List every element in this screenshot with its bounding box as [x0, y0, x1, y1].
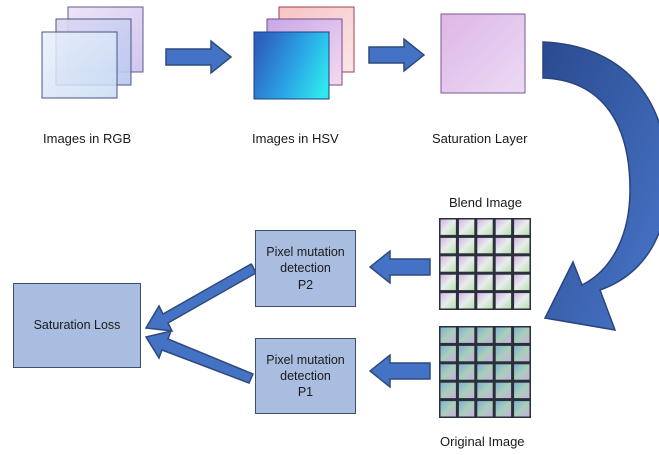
blend-image-cell [440, 293, 456, 309]
arrow-hsv-to-saturation [368, 37, 426, 73]
blend-image-cell [514, 293, 530, 309]
original-image-cell [477, 345, 493, 362]
blend-image-cell [440, 237, 456, 254]
p2-line1: Pixel mutation [266, 245, 345, 260]
blend-image-cell [514, 237, 530, 254]
p1-line3: P1 [297, 385, 314, 400]
arrow-p1-to-loss [144, 329, 254, 384]
original-image-cell [440, 364, 456, 380]
blend-image-grid [439, 218, 531, 310]
original-image-cell [458, 401, 475, 417]
blend-image-cell [495, 219, 512, 235]
original-image-cell [458, 327, 475, 343]
original-image-cell [440, 345, 456, 362]
blend-image-cell [477, 293, 493, 309]
original-image-cell [458, 364, 475, 380]
blend-image-cell [495, 274, 512, 291]
original-image-cell [495, 382, 512, 399]
original-image-cell [440, 327, 456, 343]
original-image-cell [514, 401, 530, 417]
label-blend-image: Blend Image [449, 195, 522, 210]
blend-image-cell [458, 274, 475, 291]
blend-image-cell [458, 256, 475, 272]
blend-image-cell [514, 256, 530, 272]
original-image-cell [495, 364, 512, 380]
blend-image-cell [440, 219, 456, 235]
arrow-rgb-to-hsv [165, 39, 233, 75]
pixel-mutation-p1-box: Pixel mutation detection P1 [255, 338, 356, 414]
label-images-hsv: Images in HSV [252, 131, 339, 146]
blend-image-cell [514, 274, 530, 291]
p2-line3: P2 [297, 277, 314, 292]
original-image-cell [514, 327, 530, 343]
blend-image-cell [440, 274, 456, 291]
blend-image-cell [495, 237, 512, 254]
label-saturation-layer: Saturation Layer [432, 131, 528, 146]
original-image-cell [477, 382, 493, 399]
p1-line1: Pixel mutation [266, 352, 345, 367]
original-image-cell [440, 382, 456, 399]
curved-arrow-saturation-to-blend [542, 41, 659, 331]
arrow-blend-to-p2 [368, 249, 431, 285]
blend-image-cell [477, 256, 493, 272]
original-image-cell [458, 382, 475, 399]
rgb-image-stack [41, 6, 144, 99]
arrow-p2-to-loss [144, 263, 257, 332]
original-image-cell [514, 345, 530, 362]
arrow-original-to-p1 [368, 353, 431, 389]
blend-image-cell [477, 219, 493, 235]
p1-line2: detection [280, 368, 331, 383]
saturation-layer-square [440, 13, 526, 94]
original-image-grid [439, 326, 531, 418]
original-image-cell [495, 345, 512, 362]
original-image-cell [477, 327, 493, 343]
blend-image-cell [477, 274, 493, 291]
blend-image-cell [440, 256, 456, 272]
saturation-loss-label: Saturation Loss [33, 318, 121, 333]
hsv-image-stack [253, 6, 355, 100]
blend-image-cell [458, 237, 475, 254]
label-images-rgb: Images in RGB [43, 131, 132, 146]
pixel-mutation-p2-box: Pixel mutation detection P2 [255, 230, 356, 307]
blend-image-cell [495, 256, 512, 272]
original-image-cell [495, 327, 512, 343]
blend-image-cell [458, 219, 475, 235]
original-image-cell [514, 382, 530, 399]
original-image-cell [514, 364, 530, 380]
original-image-cell [477, 401, 493, 417]
original-image-cell [458, 345, 475, 362]
blend-image-cell [514, 219, 530, 235]
p2-line2: detection [280, 261, 331, 276]
blend-image-cell [495, 293, 512, 309]
saturation-loss-box: Saturation Loss [13, 283, 141, 368]
original-image-cell [495, 401, 512, 417]
blend-image-cell [477, 237, 493, 254]
label-original-image: Original Image [440, 434, 525, 449]
original-image-cell [477, 364, 493, 380]
blend-image-cell [458, 293, 475, 309]
original-image-cell [440, 401, 456, 417]
